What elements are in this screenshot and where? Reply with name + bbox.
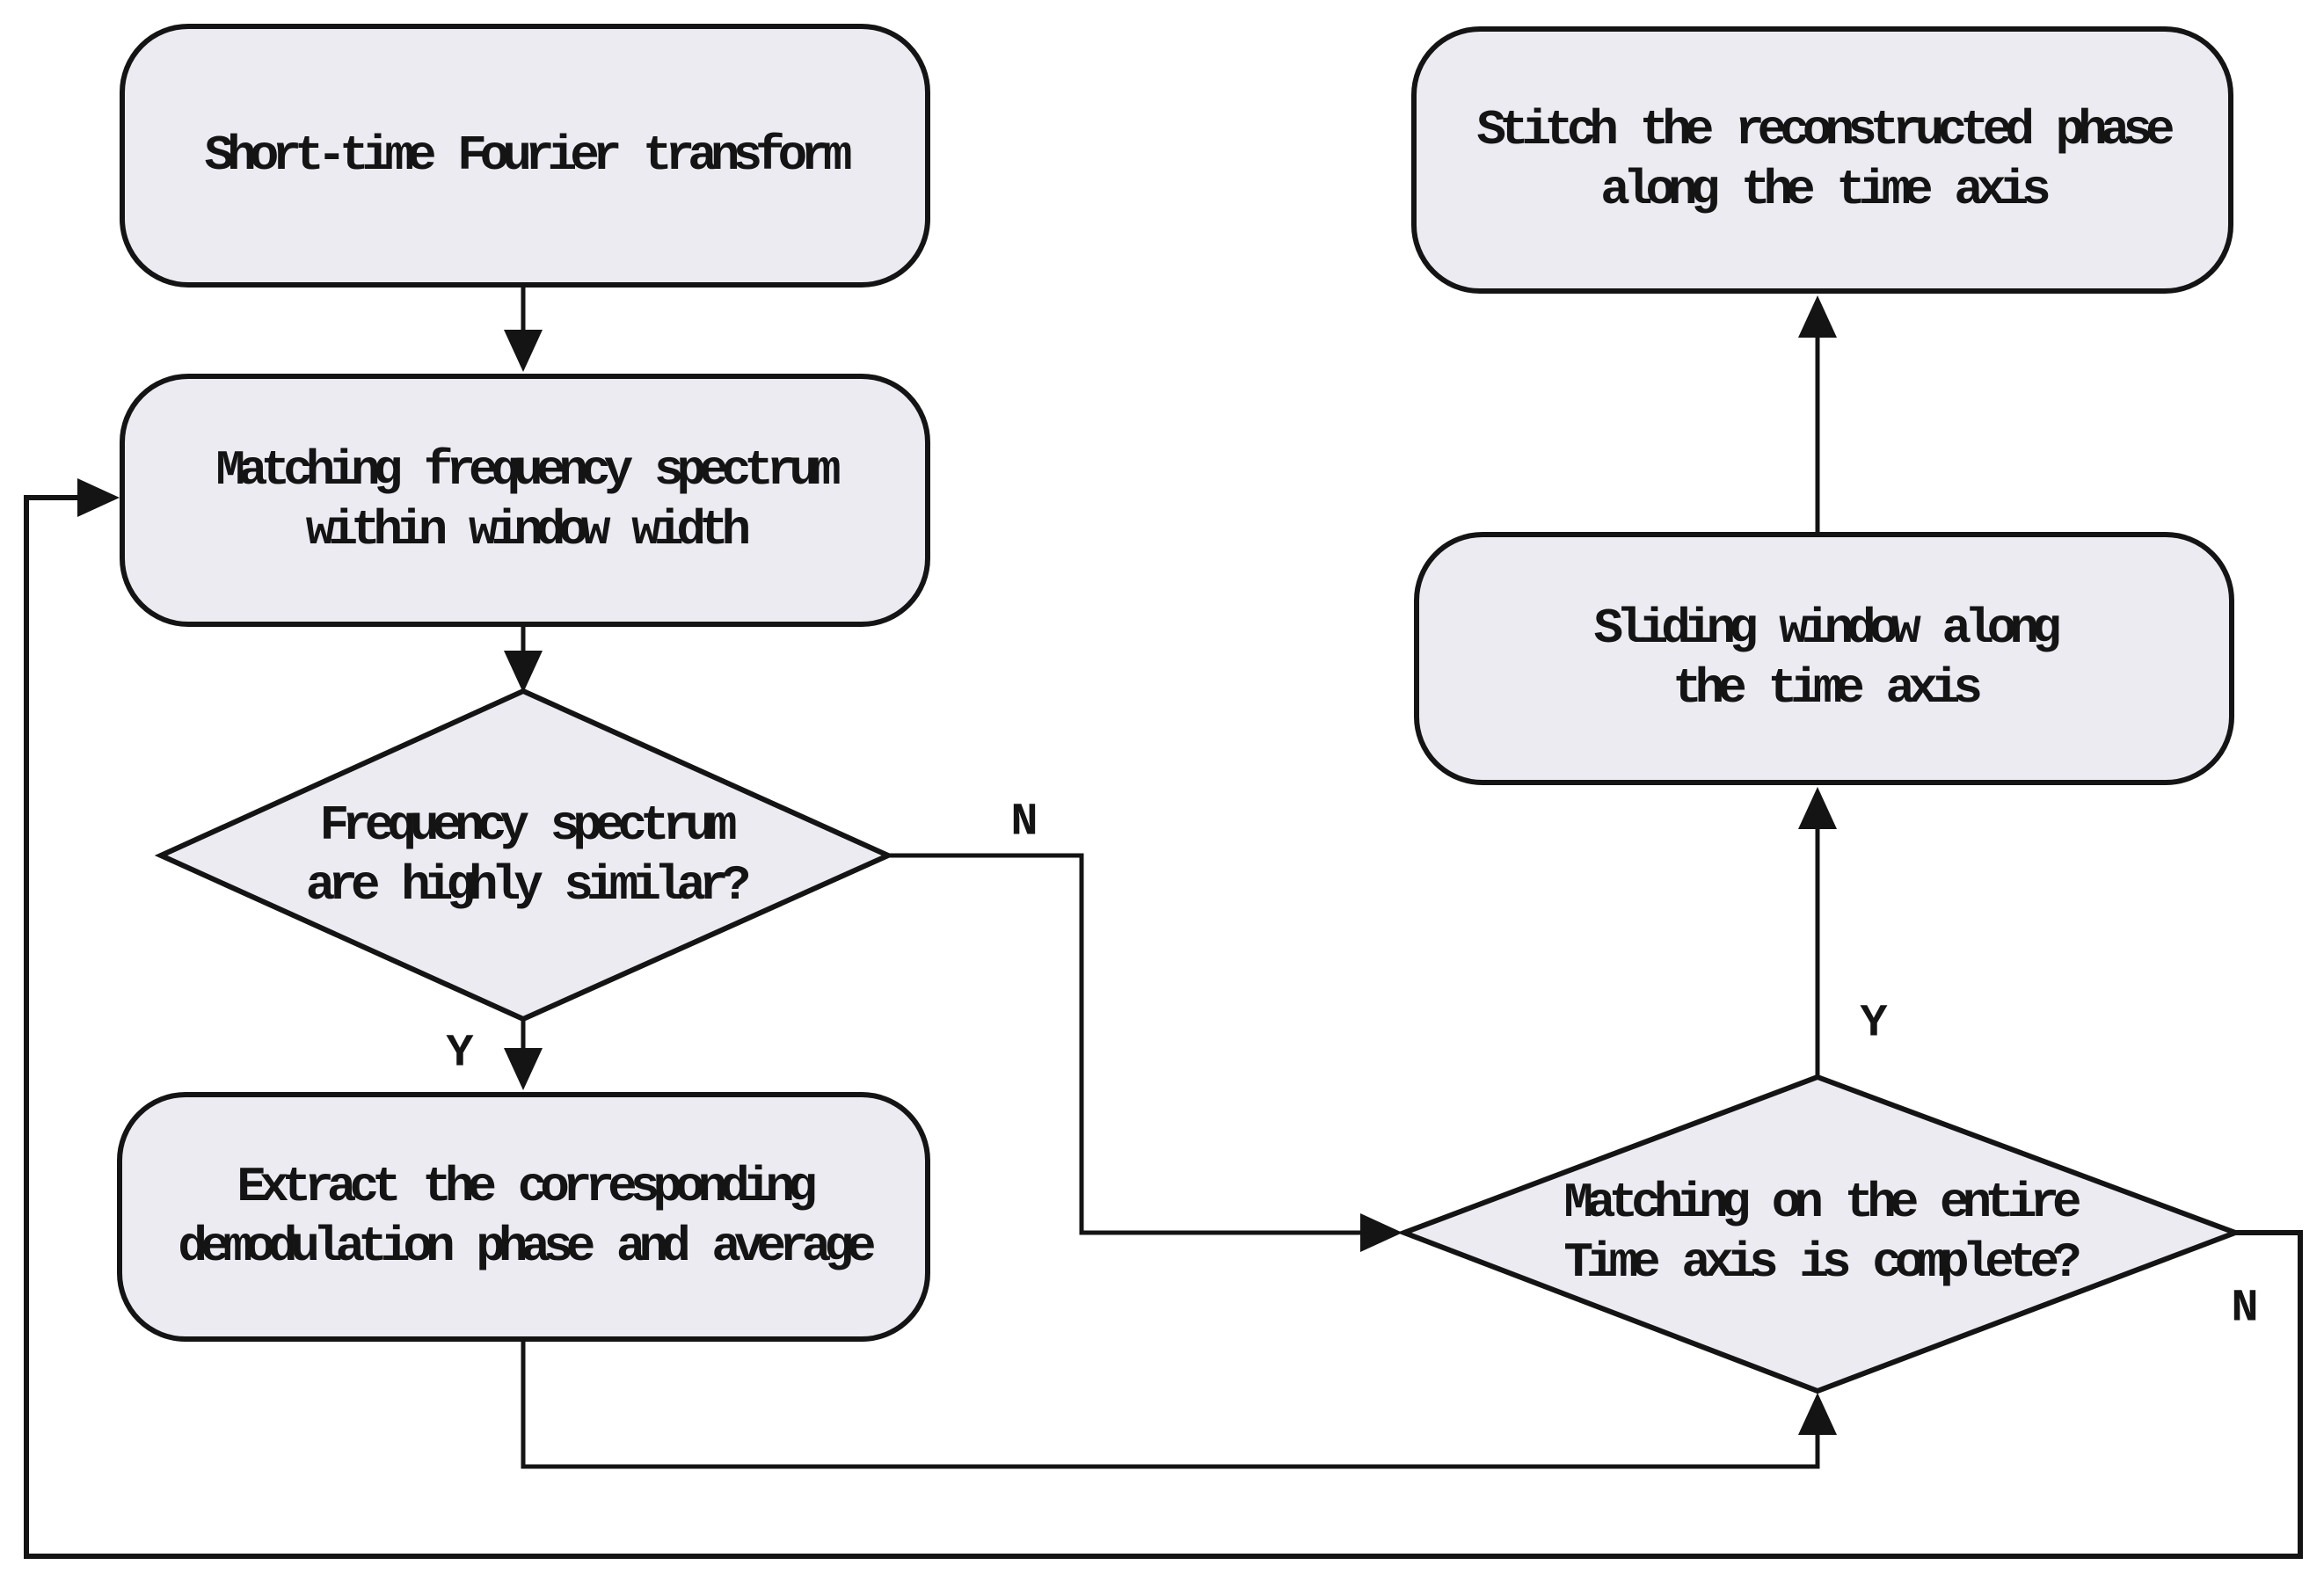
label-similar-yes: Y xyxy=(446,1027,473,1080)
node-extract-text-2: demodulation phase and average xyxy=(178,1219,876,1275)
node-stft: Short-time Fourier transform xyxy=(120,24,930,288)
label-complete-no: N xyxy=(2231,1282,2258,1335)
node-sliding-window: Sliding window along the time axis xyxy=(1414,532,2234,785)
decision-spectrum-similar-shape xyxy=(154,688,895,1023)
decision-matching-complete-text: Matching on the entire Time axis is comp… xyxy=(1563,1173,2081,1292)
decision-similar-text-1: Frequency spectrum xyxy=(319,797,738,854)
node-stitch-phase: Stitch the reconstructed phase along the… xyxy=(1411,26,2233,294)
arrow-stft-to-matching xyxy=(504,288,543,372)
path-extract-to-complete xyxy=(521,1342,1837,1469)
node-sliding-text-2: the time axis xyxy=(1672,660,1983,717)
node-stft-text: Short-time Fourier transform xyxy=(204,127,853,184)
arrow-complete-yes-to-sliding xyxy=(1798,787,1837,1077)
decision-complete-text-1: Matching on the entire xyxy=(1563,1175,2081,1231)
decision-similar-text-2: are highly similar? xyxy=(305,857,752,914)
label-similar-no: N xyxy=(1010,796,1038,848)
node-matching-spectrum: Matching frequency spectrum within windo… xyxy=(120,374,930,627)
node-stitch-text-1: Stitch the reconstructed phase xyxy=(1476,102,2175,158)
arrow-matching-to-similar xyxy=(504,627,543,693)
node-sliding-text-1: Sliding window along xyxy=(1593,601,2061,657)
decision-complete-text-2: Time axis is complete? xyxy=(1563,1234,2081,1291)
arrow-similar-yes-to-extract xyxy=(504,1019,543,1090)
node-extract-phase: Extract the corresponding demodulation p… xyxy=(117,1092,930,1342)
node-matching-text-1: Matching frequency spectrum xyxy=(215,442,841,499)
arrow-sliding-to-stitch xyxy=(1798,295,1837,532)
decision-spectrum-similar-text: Frequency spectrum are highly similar? xyxy=(305,796,752,915)
path-complete-no-loop xyxy=(24,478,2303,1559)
node-stitch-text-2: along the time axis xyxy=(1600,162,2051,218)
path-similar-no-to-complete xyxy=(888,853,1402,1252)
node-matching-text-2: within window width xyxy=(305,502,752,558)
node-extract-text-1: Extract the corresponding xyxy=(237,1159,817,1215)
decision-matching-complete-shape xyxy=(1396,1074,2243,1394)
label-complete-yes: Y xyxy=(1860,997,1887,1050)
